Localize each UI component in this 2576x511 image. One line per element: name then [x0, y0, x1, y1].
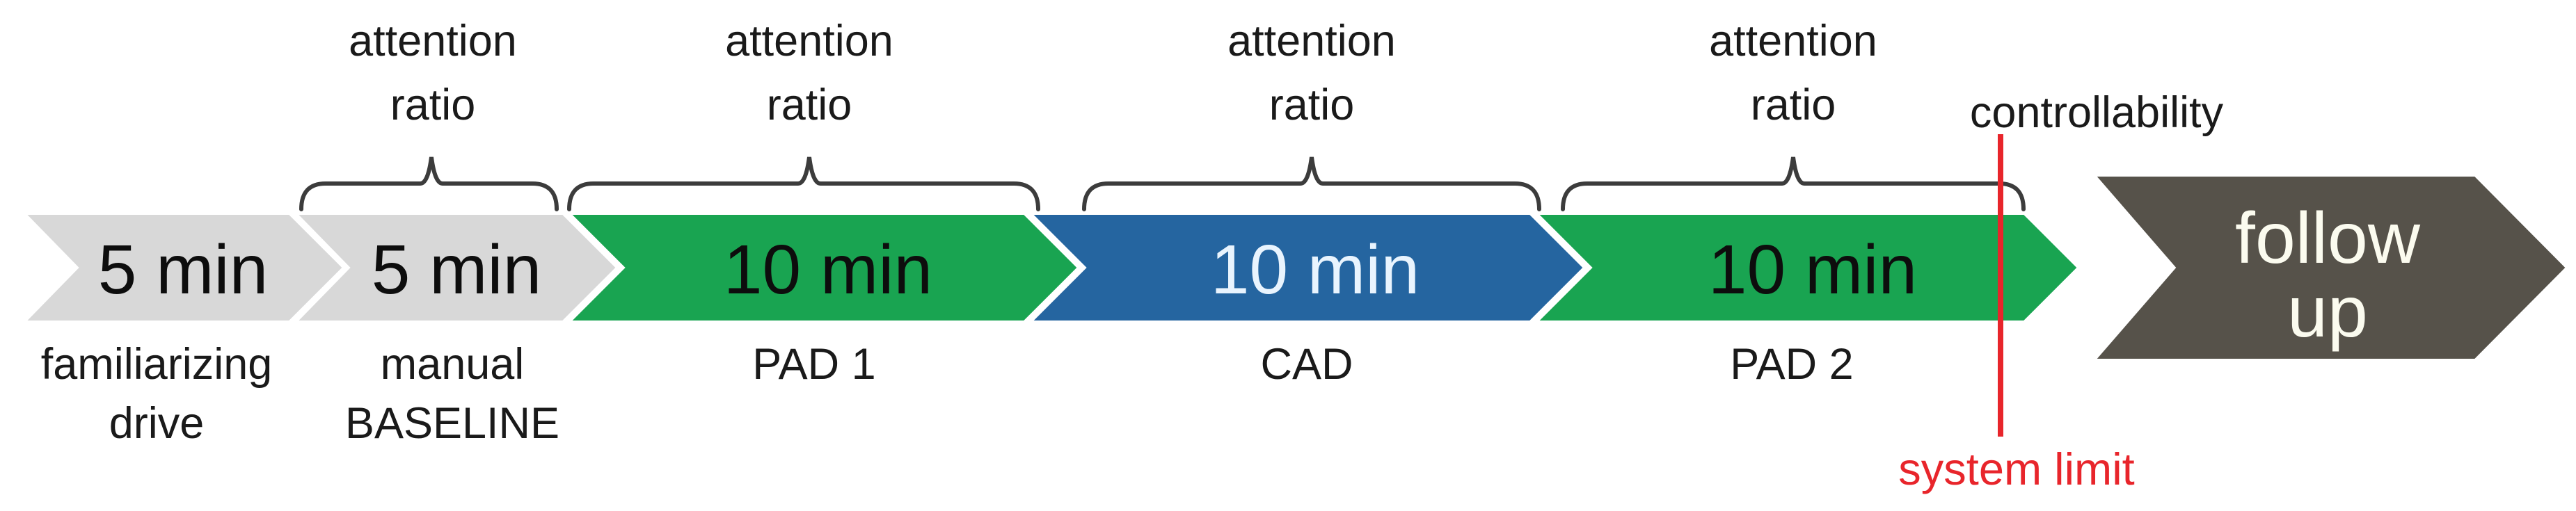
attention-ratio-label-cad-line2: ratio: [1269, 81, 1355, 129]
follow-up-label-line1: follow: [2235, 198, 2421, 279]
caption-baseline-line1: manual: [381, 340, 525, 389]
duration-label-cad: 10 min: [1211, 231, 1420, 309]
attention-ratio-label-cad-line1: attention: [1227, 17, 1396, 65]
attention-ratio-label-pad2-line1: attention: [1709, 17, 1877, 65]
duration-label-pad1: 10 min: [724, 231, 932, 309]
attention-ratio-bracket-cad: [1082, 156, 1541, 211]
duration-label-pad2: 10 min: [1708, 231, 1917, 309]
caption-familiarizing-line1: familiarizing: [41, 340, 273, 389]
attention-ratio-bracket-pad1: [567, 156, 1040, 211]
system-limit-label: system limit: [1898, 444, 2134, 494]
caption-pad2: PAD 2: [1730, 340, 1853, 389]
caption-familiarizing-line2: drive: [109, 399, 205, 448]
attention-ratio-label-pad1-line1: attention: [725, 17, 893, 65]
follow-up-label-line2: up: [2287, 272, 2368, 352]
caption-pad1: PAD 1: [752, 340, 875, 389]
duration-label-baseline: 5 min: [372, 231, 542, 309]
attention-ratio-label-pad1-line2: ratio: [767, 81, 852, 129]
phase-arrow-follow-up: [2085, 171, 2573, 364]
attention-ratio-bracket-pad2: [1561, 156, 2026, 211]
duration-label-familiarizing: 5 min: [98, 231, 269, 309]
attention-ratio-label-pad2-line2: ratio: [1751, 81, 1836, 129]
attention-ratio-bracket-baseline: [299, 156, 559, 211]
controllability-label: controllability: [1970, 88, 2224, 137]
caption-cad: CAD: [1260, 340, 1353, 389]
caption-baseline-line2: BASELINE: [345, 399, 559, 448]
attention-ratio-label-baseline-line2: ratio: [390, 81, 476, 129]
attention-ratio-label-baseline-line1: attention: [349, 17, 517, 65]
phase-arrow-pad2: [1526, 209, 2085, 326]
